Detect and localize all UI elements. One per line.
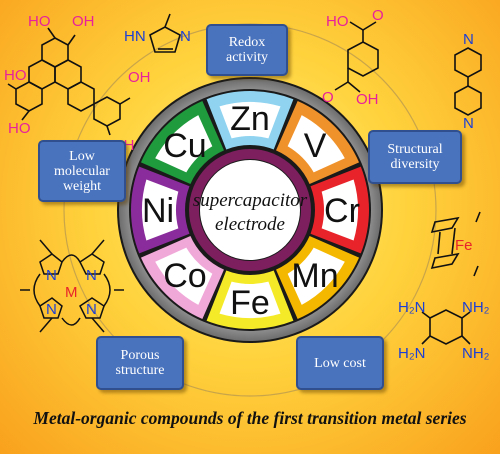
center-label-line1: supercapacitor xyxy=(193,190,308,211)
bipyridine-molecule xyxy=(454,47,482,116)
metal-label-ni: Ni xyxy=(142,192,174,230)
hht-ho-3: HO xyxy=(8,120,31,137)
tpa-oh: OH xyxy=(356,91,379,108)
structural-line2: diversity xyxy=(390,157,440,172)
metal-label-v: V xyxy=(304,127,327,165)
porphyrin-n-4: N xyxy=(86,301,97,318)
lmw-line1: Low xyxy=(69,148,95,164)
metal-label-mn: Mn xyxy=(291,257,338,295)
ferrocene-fe: Fe xyxy=(455,237,473,254)
metal-label-fe: Fe xyxy=(230,284,270,322)
low-cost-box: Low cost xyxy=(296,336,384,390)
imidazole-hn: HN xyxy=(124,28,146,45)
ferrocene-molecule xyxy=(430,211,481,277)
center-label-line2: electrode xyxy=(215,214,285,235)
ta-h2n-1: H₂N xyxy=(398,299,426,316)
porous-line1: Porous xyxy=(120,348,160,363)
tpa-o-2: O xyxy=(322,89,334,106)
tpa-ho: HO xyxy=(326,13,349,30)
figure-title: Metal-organic compounds of the first tra… xyxy=(33,408,467,428)
imidazole-molecule xyxy=(149,13,181,53)
segment-tile-zn xyxy=(219,102,281,139)
center-disc xyxy=(200,160,300,260)
metal-label-cr: Cr xyxy=(324,192,360,230)
metal-label-cu: Cu xyxy=(163,127,206,165)
tetraamine-molecule xyxy=(421,309,471,345)
segment-tile-ni xyxy=(142,179,179,241)
segment-tile-co xyxy=(155,247,213,305)
terephthalic-acid-molecule xyxy=(334,21,379,93)
porphyrin-n-2: N xyxy=(86,267,97,284)
metal-label-zn: Zn xyxy=(230,100,270,138)
imidazole-n: N xyxy=(180,28,191,45)
low-cost-label: Low cost xyxy=(314,355,366,371)
segment-tile-cr xyxy=(321,179,358,241)
porphyrin-molecule xyxy=(20,239,124,333)
porous-line2: structure xyxy=(115,363,165,378)
metal-label-co: Co xyxy=(163,257,206,295)
redox-line2: activity xyxy=(226,50,268,65)
redox-line1: Redox xyxy=(228,35,266,50)
lmw-line2: molecular xyxy=(54,163,110,179)
structural-line1: Structural xyxy=(387,142,443,157)
porphyrin-n-3: N xyxy=(46,301,57,318)
porphyrin-metal: M xyxy=(65,284,78,301)
lmw-line3: weight xyxy=(62,178,102,194)
segment-tile-fe xyxy=(219,281,281,319)
segment-tile-cu xyxy=(155,115,213,173)
bipy-n-2: N xyxy=(463,115,474,132)
hht-ho-1: HO xyxy=(28,13,51,30)
ta-h2n-2: H₂N xyxy=(398,345,426,362)
porphyrin-n-1: N xyxy=(46,267,57,284)
hexahydroxytriphenylene-molecule xyxy=(7,27,131,136)
hht-ho-2: HO xyxy=(4,67,27,84)
tpa-o-1: O xyxy=(372,7,384,24)
hht-oh-2: OH xyxy=(128,69,151,86)
ta-nh2-2: NH₂ xyxy=(462,345,490,362)
metal-segments xyxy=(131,91,370,330)
segment-tile-mn xyxy=(287,247,345,305)
ta-nh2-1: NH₂ xyxy=(462,299,490,316)
hht-oh-1: OH xyxy=(72,13,95,30)
bipy-n-1: N xyxy=(463,31,474,48)
segment-tile-v xyxy=(287,115,345,173)
